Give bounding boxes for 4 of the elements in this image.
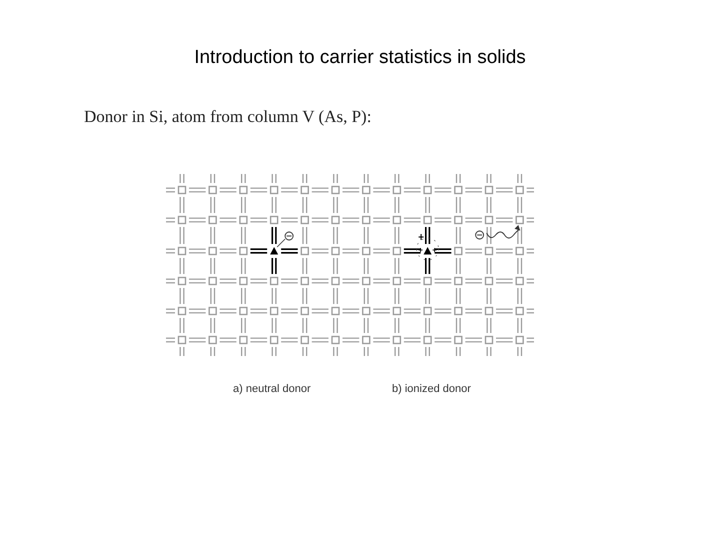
slide-title: Introduction to carrier statistics in solids xyxy=(193,48,527,67)
subtitle-text: Donor in Si, atom from column V (As, P): xyxy=(84,106,372,128)
panel-caption: b) ionized donor xyxy=(392,382,471,397)
panel-caption: a) neutral donor xyxy=(233,382,311,397)
